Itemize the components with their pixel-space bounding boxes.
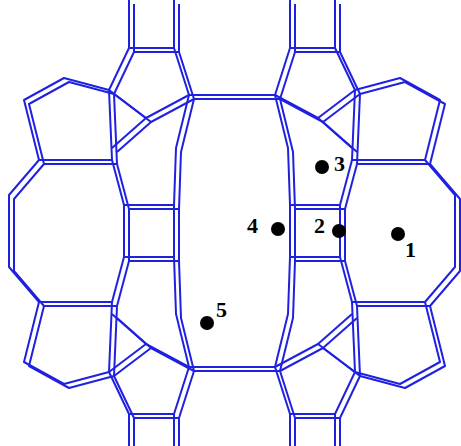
site-dot (391, 227, 405, 241)
site-dot (332, 224, 346, 238)
site-dot (271, 222, 285, 236)
site-dot (200, 316, 214, 330)
callout-number: 2 (313, 214, 326, 238)
callout-number: 1 (404, 238, 417, 262)
callout-number: 4 (246, 214, 259, 238)
framework-lines (9, 0, 460, 446)
site-dots (200, 160, 405, 330)
callout-number: 3 (333, 152, 346, 176)
framework-front (9, 0, 455, 446)
site-dot (315, 160, 329, 174)
callout-number: 5 (215, 298, 228, 322)
framework-back (14, 4, 460, 446)
